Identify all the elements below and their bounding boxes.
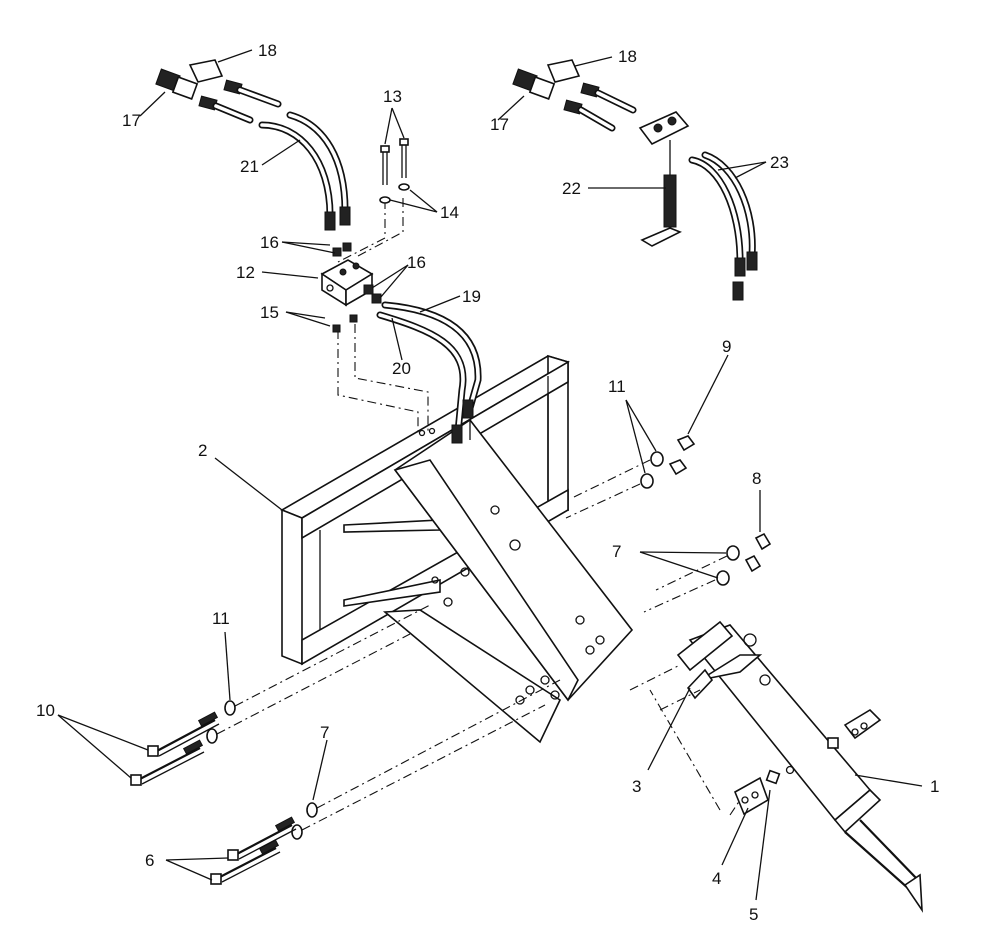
side-plate-upper xyxy=(676,620,734,700)
callout-12: 12 xyxy=(236,263,255,282)
callout-7-upper: 7 xyxy=(612,542,621,561)
breaker-hammer xyxy=(688,624,923,913)
assembly-centerlines xyxy=(216,198,741,831)
callout-7-lower: 7 xyxy=(320,723,329,742)
callout-6: 6 xyxy=(145,851,154,870)
hose-holder-bracket xyxy=(638,111,690,247)
callout-9: 9 xyxy=(722,337,731,356)
callout-1: 1 xyxy=(930,777,939,796)
callout-18-left: 18 xyxy=(258,41,277,60)
callout-19: 19 xyxy=(462,287,481,306)
callout-labels: 1 2 3 4 5 6 7 7 8 9 10 11 11 12 13 14 15… xyxy=(36,41,939,924)
washers-nuts-right xyxy=(640,435,772,586)
leader-lines xyxy=(57,49,923,901)
callout-5: 5 xyxy=(749,905,758,924)
couplers-right xyxy=(512,59,637,132)
callout-10: 10 xyxy=(36,701,55,720)
couplers-left xyxy=(155,59,282,124)
callout-13: 13 xyxy=(383,87,402,106)
callout-3: 3 xyxy=(632,777,641,796)
callout-8: 8 xyxy=(752,469,761,488)
callout-14: 14 xyxy=(440,203,459,222)
upper-bolts xyxy=(379,138,410,204)
spacer-bushing xyxy=(765,765,795,785)
callout-11-left: 11 xyxy=(212,609,230,628)
callout-15: 15 xyxy=(260,303,279,322)
callout-20: 20 xyxy=(392,359,411,378)
callout-11-right: 11 xyxy=(608,377,626,396)
clamp-block xyxy=(827,708,882,749)
side-plate-lower xyxy=(733,776,769,816)
bracket-holes xyxy=(418,427,605,705)
bracket-channel xyxy=(382,418,634,744)
valve-block xyxy=(320,242,382,333)
bolts-long xyxy=(130,711,220,786)
callout-22: 22 xyxy=(562,179,581,198)
callout-18-right: 18 xyxy=(618,47,637,66)
hoses-right xyxy=(688,151,758,301)
callout-4: 4 xyxy=(712,869,721,888)
callout-17-right: 17 xyxy=(490,115,509,134)
callout-17-left: 17 xyxy=(122,111,141,130)
callout-16-left: 16 xyxy=(260,233,279,252)
hoses-left xyxy=(258,111,351,231)
callout-23: 23 xyxy=(770,153,789,172)
hoses-to-frame xyxy=(376,301,482,444)
washers-left xyxy=(206,700,318,840)
callout-21: 21 xyxy=(240,157,259,176)
bolts-short xyxy=(210,816,297,885)
callout-16-right: 16 xyxy=(407,253,426,272)
callout-2: 2 xyxy=(198,441,207,460)
